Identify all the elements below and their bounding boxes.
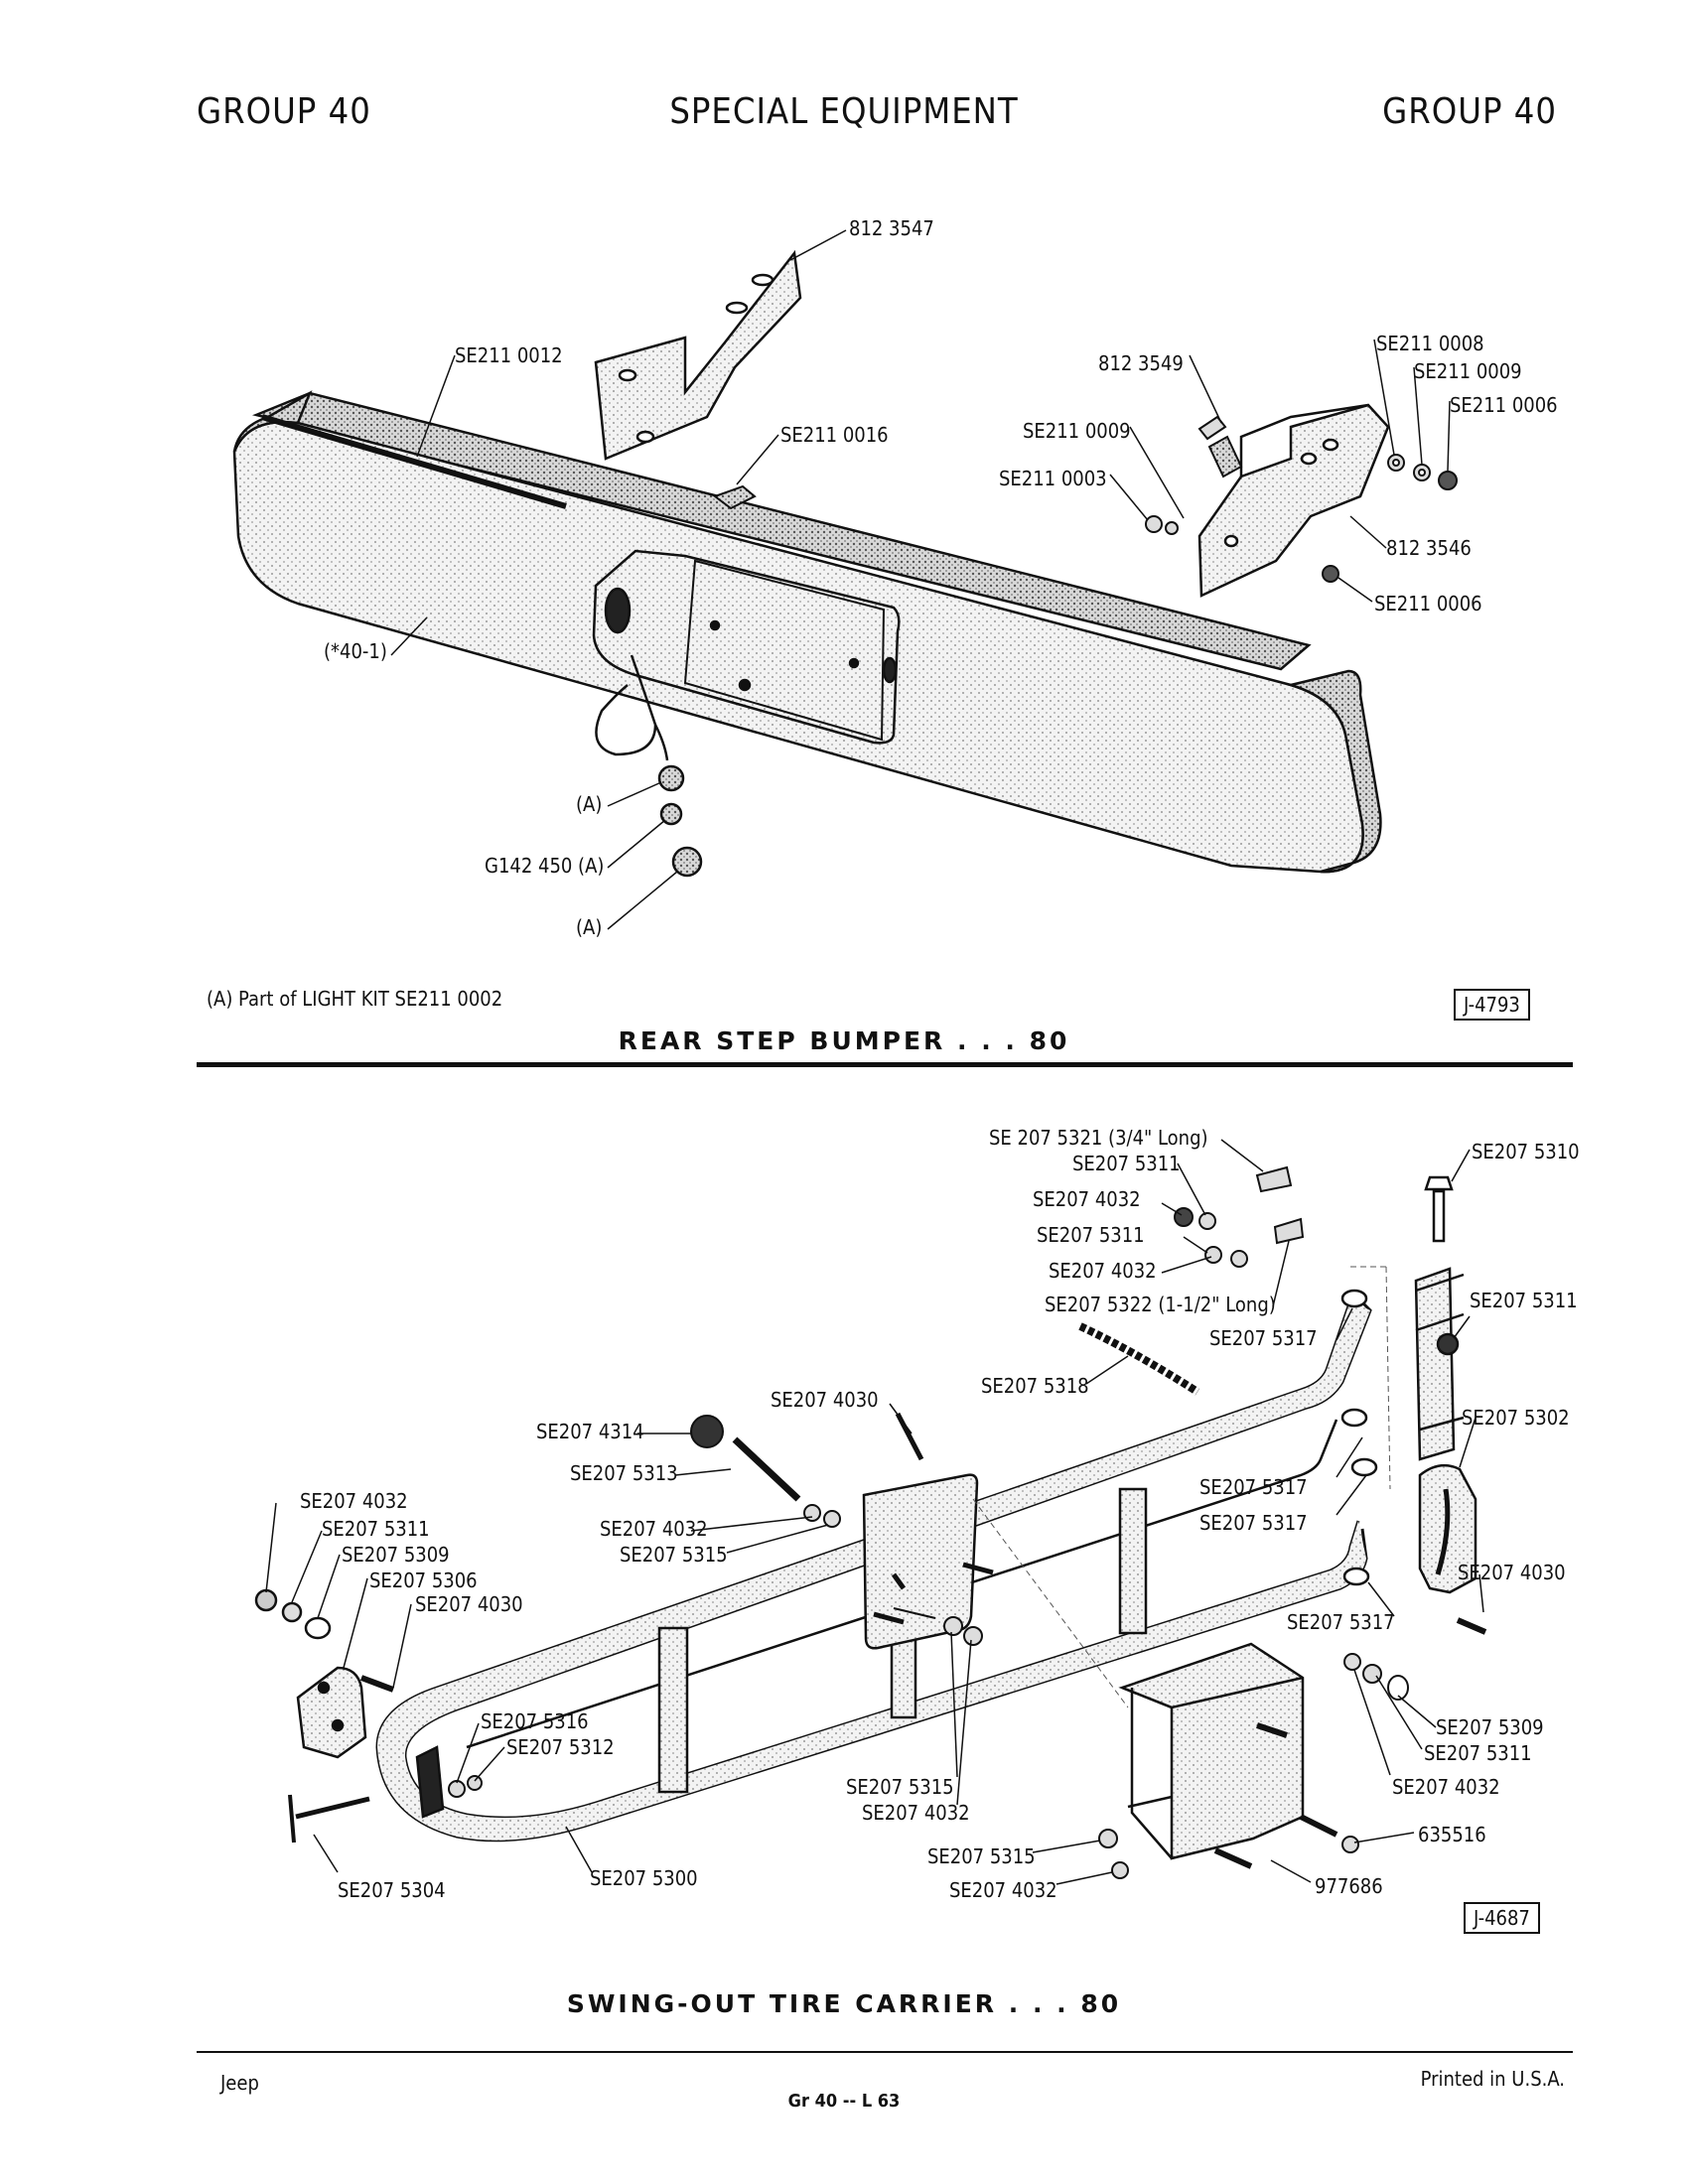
part-label: (*40-1) bbox=[324, 639, 387, 663]
safety-chain bbox=[1078, 1322, 1200, 1396]
part-label: (A) bbox=[576, 915, 603, 939]
part-label: SE207 5302 bbox=[1462, 1406, 1570, 1430]
hinge-bracket bbox=[1414, 1175, 1477, 1594]
part-label: SE207 4030 bbox=[415, 1592, 523, 1616]
part-label: SE207 5317 bbox=[1209, 1326, 1318, 1350]
part-label: SE211 0009 bbox=[1023, 419, 1131, 443]
part-label: SE211 0006 bbox=[1450, 393, 1558, 417]
part-label: SE211 0006 bbox=[1374, 592, 1482, 615]
part-label: 977686 bbox=[1315, 1874, 1383, 1898]
part-label: SE207 5312 bbox=[506, 1735, 615, 1759]
part-label: SE207 4032 bbox=[862, 1801, 970, 1825]
top-leader-lines bbox=[390, 229, 1451, 930]
part-label: SE207 5310 bbox=[1472, 1140, 1580, 1163]
part-label: (A) bbox=[576, 792, 603, 816]
part-label: SE207 5316 bbox=[481, 1709, 589, 1733]
footer-brand: Jeep bbox=[220, 2071, 259, 2095]
caption-swing-out-tire-carrier: SWING-OUT TIRE CARRIER . . . 80 bbox=[566, 1989, 1122, 2018]
tire-mount-box bbox=[1118, 1642, 1338, 1869]
part-label: SE207 4032 bbox=[300, 1489, 408, 1513]
part-label: SE207 4032 bbox=[1049, 1259, 1157, 1283]
part-label: SE207 4032 bbox=[600, 1517, 708, 1541]
part-label: 812 3546 bbox=[1386, 536, 1472, 560]
part-label: SE207 5317 bbox=[1287, 1610, 1395, 1634]
header-group-left: GROUP 40 bbox=[197, 91, 371, 132]
alignment-lines bbox=[972, 1266, 1391, 1708]
footer-rule bbox=[197, 2051, 1573, 2053]
light-kit-note: (A) Part of LIGHT KIT SE211 0002 bbox=[207, 987, 503, 1011]
part-label: SE207 5311 bbox=[1037, 1223, 1145, 1247]
bottom-hardware bbox=[288, 1165, 1487, 1879]
part-label: SE207 5315 bbox=[927, 1844, 1036, 1868]
part-label: SE211 0003 bbox=[999, 467, 1107, 490]
part-label: SE207 5317 bbox=[1199, 1475, 1308, 1499]
bracket-812-3546 bbox=[1197, 403, 1390, 598]
figure-divider bbox=[197, 1062, 1573, 1067]
part-label: SE207 5322 (1-1/2" Long) bbox=[1045, 1293, 1276, 1316]
part-label: SE207 5304 bbox=[338, 1878, 446, 1902]
part-label: SE207 5315 bbox=[620, 1543, 728, 1567]
part-label: SE207 5300 bbox=[590, 1866, 698, 1890]
part-label: SE207 4030 bbox=[1458, 1561, 1566, 1584]
part-label: SE207 5306 bbox=[369, 1569, 478, 1592]
rear-bumper-drawing bbox=[232, 390, 1382, 874]
part-label: SE211 0016 bbox=[780, 423, 889, 447]
bracket-812-3547 bbox=[594, 249, 802, 461]
part-label: SE207 4030 bbox=[771, 1388, 879, 1412]
part-label: SE207 5309 bbox=[342, 1543, 450, 1567]
part-label: SE 207 5321 (3/4" Long) bbox=[989, 1126, 1208, 1150]
tire-carrier-drawing bbox=[375, 1289, 1378, 1843]
figure-id-top: J-4793 bbox=[1454, 989, 1530, 1021]
part-label: 635516 bbox=[1418, 1823, 1486, 1846]
top-hardware bbox=[712, 415, 1458, 583]
part-label: SE211 0009 bbox=[1414, 359, 1522, 383]
part-label: SE207 5318 bbox=[981, 1374, 1089, 1398]
footer-page-number: Gr 40 -- L 63 bbox=[787, 2091, 901, 2112]
part-label: SE207 4032 bbox=[949, 1878, 1057, 1902]
part-label: SE207 5309 bbox=[1436, 1715, 1544, 1739]
light-kit bbox=[595, 654, 703, 878]
part-label: 812 3547 bbox=[849, 216, 934, 240]
part-label: SE207 5311 bbox=[322, 1517, 430, 1541]
part-label: SE207 5313 bbox=[570, 1461, 678, 1485]
part-label: SE207 5311 bbox=[1072, 1152, 1181, 1175]
bottom-leader-lines bbox=[265, 1139, 1484, 1885]
part-label: G142 450 (A) bbox=[485, 854, 605, 878]
header-title: SPECIAL EQUIPMENT bbox=[669, 91, 1019, 132]
part-label: SE207 4032 bbox=[1033, 1187, 1141, 1211]
part-label: 812 3549 bbox=[1098, 351, 1184, 375]
part-label: SE207 5315 bbox=[846, 1775, 954, 1799]
part-label: SE207 5311 bbox=[1424, 1741, 1532, 1765]
footer-printed: Printed in U.S.A. bbox=[1420, 2067, 1565, 2091]
header-group-right: GROUP 40 bbox=[1382, 91, 1557, 132]
caption-rear-step-bumper: REAR STEP BUMPER . . . 80 bbox=[618, 1026, 1070, 1055]
part-label: SE211 0008 bbox=[1376, 332, 1484, 355]
part-label: SE207 5317 bbox=[1199, 1511, 1308, 1535]
left-hinge-plate bbox=[254, 1588, 395, 1759]
figure-id-bottom: J-4687 bbox=[1464, 1902, 1540, 1934]
part-label: SE207 5311 bbox=[1470, 1289, 1578, 1312]
part-label: SE211 0012 bbox=[455, 343, 563, 367]
part-label: SE207 4314 bbox=[536, 1420, 644, 1443]
part-label: SE207 4032 bbox=[1392, 1775, 1500, 1799]
mounting-plate bbox=[862, 1473, 994, 1650]
